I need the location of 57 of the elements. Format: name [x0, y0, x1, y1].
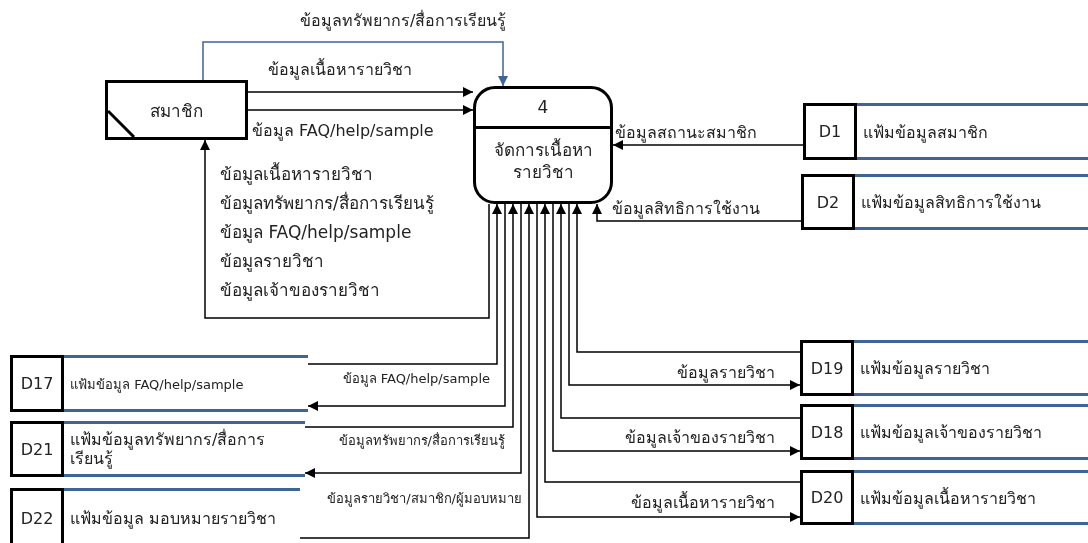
store-number: D1: [803, 103, 857, 160]
data-store: [10, 488, 300, 543]
flow-label: ข้อมูลรายวิชา/สมาชิก/ผู้มอบหมาย: [326, 490, 522, 507]
store-name: แฟ้มข้อมูลเนื้อหารายวิชา: [860, 486, 1036, 510]
flow-label: ข้อมูล FAQ/help/sample: [341, 370, 490, 387]
store-name: แฟ้มข้อมูล มอบหมายรายวิชา: [70, 507, 277, 531]
flow-label: ข้อมูลสิทธิการใช้งาน: [612, 198, 760, 221]
flow-arrow: [247, 105, 474, 115]
external-entity-box: [105, 80, 248, 140]
store-number: D20: [800, 470, 854, 525]
data-store: [803, 103, 1088, 160]
flow-arrow: [200, 139, 490, 319]
flow-label: ข้อมูลรายวิชา: [676, 362, 775, 385]
data-store: [801, 174, 1088, 230]
process-number: 4: [476, 89, 610, 129]
store-name: แฟ้มข้อมูล FAQ/help/sample: [70, 375, 244, 394]
data-store: [800, 470, 1088, 525]
store-name: แฟ้มข้อมูลเจ้าของรายวิชา: [860, 421, 1042, 445]
flow-arrow: [592, 203, 802, 222]
flow-label: ข้อมูลทรัพยากร/สื่อการเรียนรู้: [300, 9, 507, 33]
flow-arrow: [568, 203, 801, 390]
flow-label: ข้อมูล FAQ/help/sample: [252, 120, 434, 143]
flow-label: ข้อมูลเจ้าของรายวิชา: [624, 427, 775, 450]
entity-name: สมาชิก: [150, 99, 203, 123]
store-number: D22: [10, 488, 64, 543]
flow-label: ข้อมูลทรัพยากร/สื่อการเรียนรู้: [220, 190, 434, 216]
flow-label: ข้อมูลเจ้าของรายวิชา: [220, 279, 380, 303]
process-box: [473, 86, 613, 204]
data-store: [10, 355, 308, 412]
flow-arrow: [572, 203, 801, 353]
flow-label: ข้อมูลสถานะสมาชิก: [615, 122, 757, 145]
flow-arrow: [202, 41, 508, 87]
data-store: [800, 404, 1088, 460]
flow-label: ข้อมูลทรัพยากร/สื่อการเรียนรู้: [337, 432, 505, 449]
flow-arrow: [307, 203, 502, 365]
flow-label: ข้อมูล FAQ/help/sample: [220, 221, 412, 245]
flow-label: ข้อมูลรายวิชา: [220, 250, 324, 274]
process-name: จัดการเนื้อหารายวิชา: [492, 139, 594, 183]
store-name: แฟ้มข้อมูลทรัพยากร/สื่อการเรียนรู้: [70, 430, 267, 468]
flow-arrow: [556, 203, 801, 419]
store-name: แฟ้มข้อมูลสมาชิก: [863, 121, 988, 144]
flow-label: ข้อมูลเนื้อหารายวิชา: [630, 490, 775, 515]
store-number: D21: [10, 421, 64, 477]
flow-label: ข้อมูลเนื้อหารายวิชา: [268, 57, 412, 82]
store-number: D19: [800, 340, 854, 396]
store-number: D18: [800, 404, 854, 460]
store-number: D17: [10, 355, 64, 412]
data-store: [800, 340, 1088, 396]
flow-arrow: [299, 203, 534, 539]
flow-arrow: [247, 87, 474, 97]
flow-arrow: [304, 203, 522, 478]
store-number: D2: [801, 174, 855, 230]
store-name: แฟ้มข้อมูลสิทธิการใช้งาน: [861, 191, 1041, 215]
flow-label: ข้อมูลเนื้อหารายวิชา: [220, 161, 373, 187]
flow-arrow: [612, 140, 804, 150]
data-store: [10, 421, 305, 477]
store-name: แฟ้มข้อมูลรายวิชา: [860, 357, 990, 381]
